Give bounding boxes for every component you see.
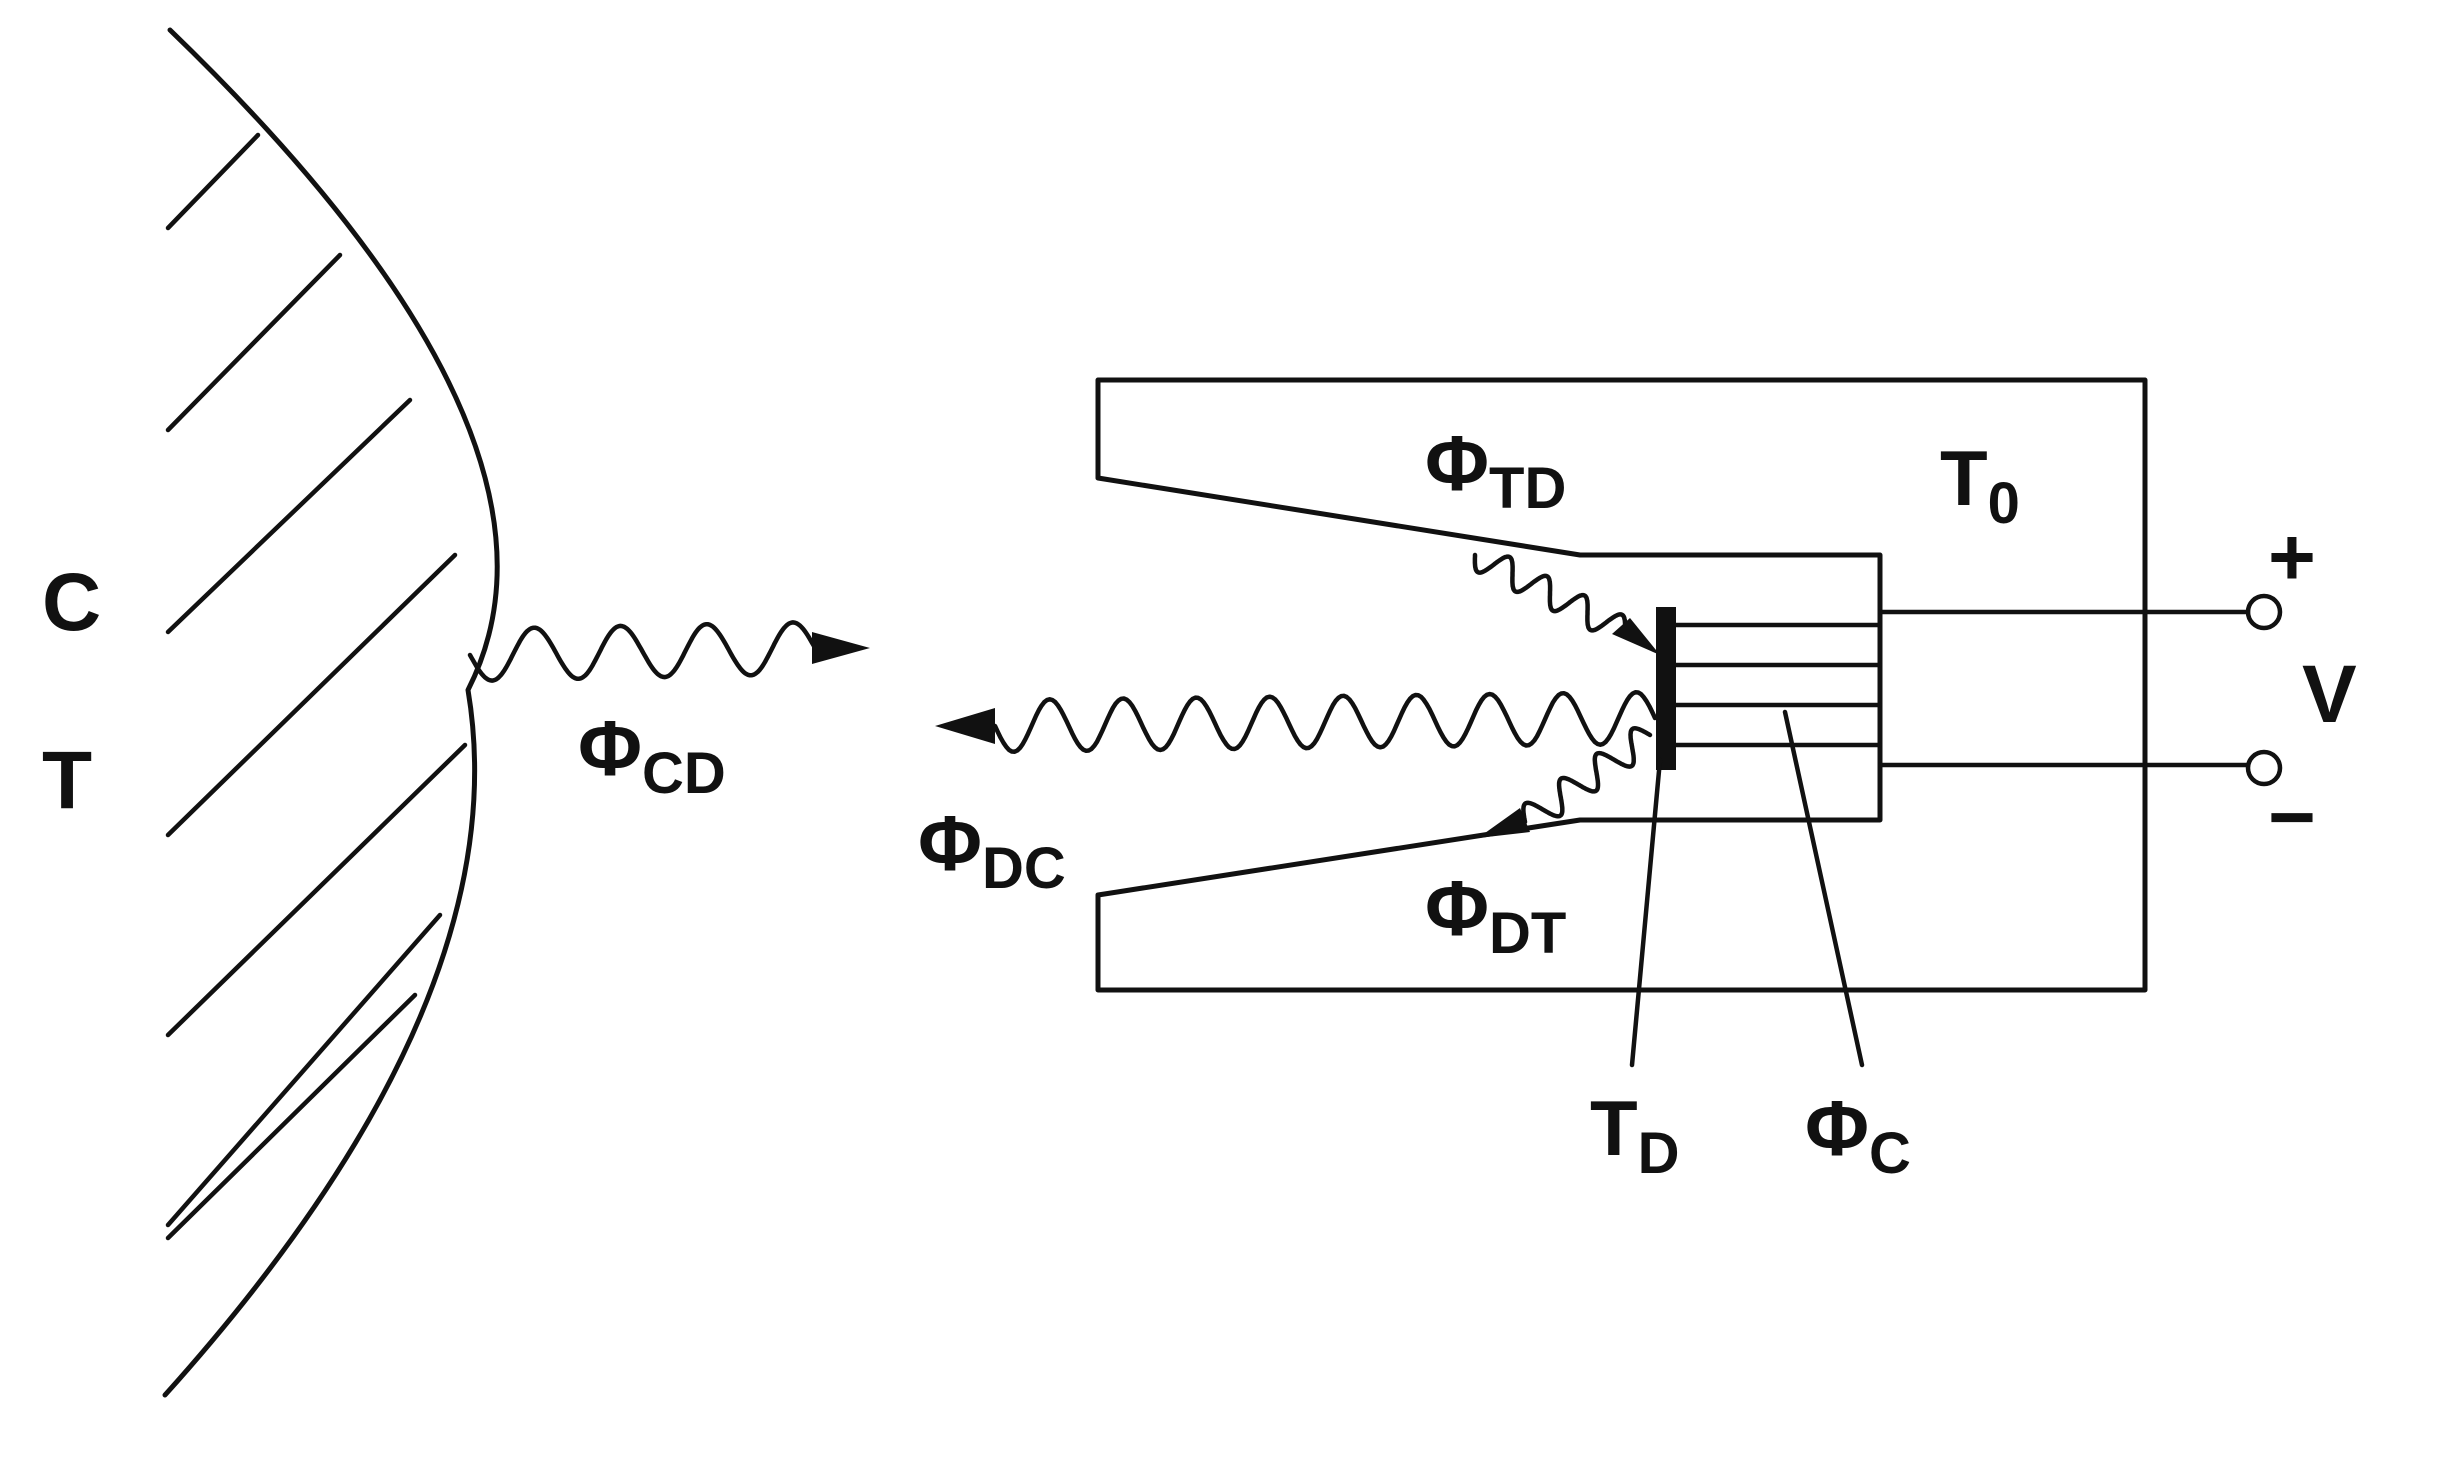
object-label-c: C (42, 557, 101, 648)
detector-housing (1095, 377, 2148, 993)
temp-d-leader (1629, 757, 1663, 1068)
flux-cd-wave (467, 620, 818, 683)
flux-dc-arrowhead (935, 708, 995, 744)
flux-c-label: ΦC (1805, 1084, 1911, 1186)
plus-sign: + (2268, 512, 2316, 603)
detector-leads (1673, 622, 1883, 748)
detector-absorber (1656, 607, 1676, 770)
housing-outline (1095, 377, 2148, 993)
object-body (162, 27, 500, 1398)
flux-dc-label: ΦDC (918, 799, 1066, 901)
detector-temperature-label: TD (1590, 1084, 1680, 1186)
flux-cd-label: ΦCD (578, 704, 726, 806)
flux-dt-wave (1521, 726, 1653, 825)
positive-terminal (2245, 593, 2283, 631)
object-surface-curve (162, 27, 500, 1398)
terminal-wires (1877, 609, 2251, 768)
flux-td-label: ΦTD (1425, 419, 1566, 521)
negative-terminal (2245, 749, 2283, 787)
flux-cd-arrowhead (812, 632, 870, 664)
object-hatching (165, 132, 468, 1241)
voltage-label: V (2302, 649, 2357, 740)
flux-dt-arrowhead (1478, 808, 1530, 838)
flux-dt-label: ΦDT (1425, 864, 1566, 966)
flux-c-leader (1782, 709, 1865, 1068)
object-label-t: T (42, 735, 92, 826)
flux-dc-wave (992, 690, 1658, 754)
minus-sign: − (2268, 772, 2316, 863)
flux-td-wave (1472, 552, 1628, 635)
flux-td-arrowhead (1612, 618, 1660, 655)
housing-temperature-label: T0 (1940, 434, 2020, 536)
